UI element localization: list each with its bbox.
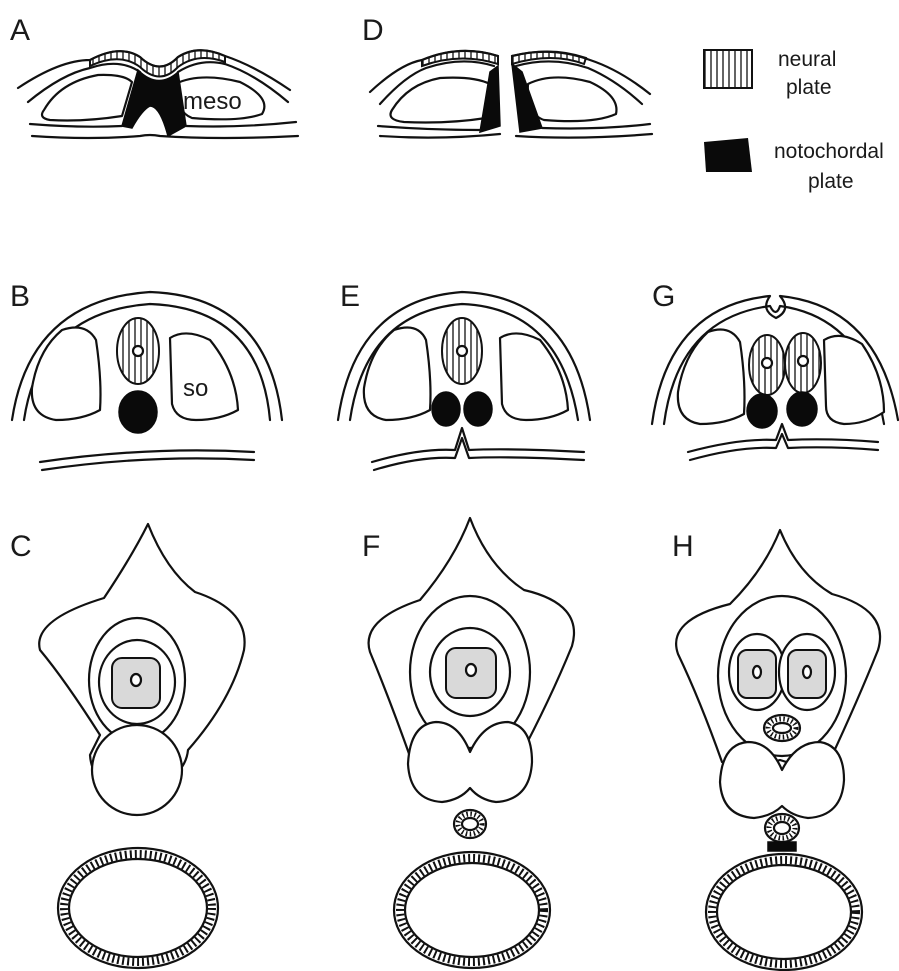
legend-neural-line2: plate <box>786 76 832 99</box>
panel-b: B so <box>10 280 282 470</box>
canal-c <box>131 674 141 686</box>
panel-label-d: D <box>362 14 384 47</box>
panel-f: F <box>362 518 574 968</box>
neural-canal-g-right <box>798 356 808 366</box>
somite-left-g <box>678 330 745 424</box>
panel-label-b: B <box>10 280 30 313</box>
notochord-small-ring-inner-h <box>774 822 790 834</box>
neural-canal-b <box>133 346 143 356</box>
panel-a: A meso <box>10 14 298 138</box>
notochord-g-left <box>747 394 777 428</box>
neural-canal-g-left <box>762 358 772 368</box>
neural-canal-e <box>457 346 467 356</box>
notochord-e-right <box>464 392 492 426</box>
legend-neural-plate-swatch <box>704 50 752 88</box>
notochord-e-left <box>432 392 460 426</box>
panel-label-h: H <box>672 530 694 563</box>
so-label: so <box>183 375 208 402</box>
somite-left-e <box>364 328 431 420</box>
notochord-b <box>119 391 157 433</box>
panel-label-a: A <box>10 14 30 47</box>
panel-label-g: G <box>652 280 675 313</box>
canal-h-right <box>803 666 811 678</box>
panel-g: G <box>652 280 898 460</box>
notochord-g-right <box>787 392 817 426</box>
panel-c: C <box>10 524 245 968</box>
panel-label-f: F <box>362 530 380 563</box>
yolk-lobe-c <box>92 725 182 815</box>
legend-notochordal-swatch <box>704 138 752 172</box>
panel-d: D <box>362 14 652 138</box>
panel-e: E <box>338 280 590 470</box>
meso-label: meso <box>183 88 242 115</box>
panel-h: H <box>672 530 880 970</box>
legend-noto-line1: notochordal <box>774 140 884 163</box>
legend: neural plate notochordal plate <box>704 48 884 193</box>
canal-h-left <box>753 666 761 678</box>
somite-right-g <box>824 336 884 424</box>
legend-neural-line1: neural <box>778 48 836 71</box>
notochord-ring-inner-f <box>462 818 478 830</box>
attachment-plate-h <box>768 842 796 851</box>
gut-ring-inner-h <box>717 865 851 959</box>
mesoderm-left-d <box>391 78 491 123</box>
mesoderm-right-d <box>528 77 617 121</box>
panel-label-c: C <box>10 530 32 563</box>
gut-ring-inner-f <box>405 863 539 957</box>
panel-label-e: E <box>340 280 360 313</box>
legend-noto-line2: plate <box>808 170 854 193</box>
gut-ring-inner-c <box>69 859 207 957</box>
canal-f <box>466 664 476 676</box>
somite-right-e <box>500 333 568 420</box>
notochordal-plate-a <box>122 70 186 136</box>
notochord-ring-inner-h <box>773 723 791 733</box>
